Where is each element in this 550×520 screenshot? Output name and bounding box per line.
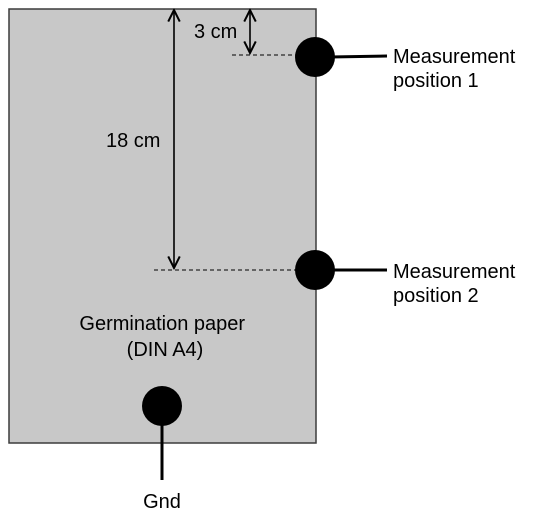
- measurement-electrode-1: [295, 37, 335, 77]
- paper-label: Germination paper (DIN A4): [79, 313, 250, 361]
- dimension-3cm-label: 3 cm: [194, 21, 237, 43]
- measurement-position-2-label: Measurement position 2: [393, 261, 521, 307]
- germination-paper-sheet: [8, 8, 317, 444]
- measurement-position-1-line2: position 1: [393, 70, 479, 92]
- dimension-18cm-label: 18 cm: [106, 130, 160, 152]
- measurement-electrode-2: [295, 250, 335, 290]
- measurement-lead-1: [329, 54, 388, 59]
- measurement-position-1-line1: Measurement: [393, 46, 516, 68]
- measurement-position-1-label: Measurement position 1: [393, 46, 521, 92]
- paper-label-line1: Germination paper: [79, 313, 245, 335]
- measurement-position-2-line1: Measurement: [393, 261, 516, 283]
- ground-label: Gnd: [143, 491, 181, 513]
- paper-label-line2: (DIN A4): [127, 339, 204, 361]
- measurement-position-2-line2: position 2: [393, 285, 479, 307]
- ground-electrode: [142, 386, 182, 426]
